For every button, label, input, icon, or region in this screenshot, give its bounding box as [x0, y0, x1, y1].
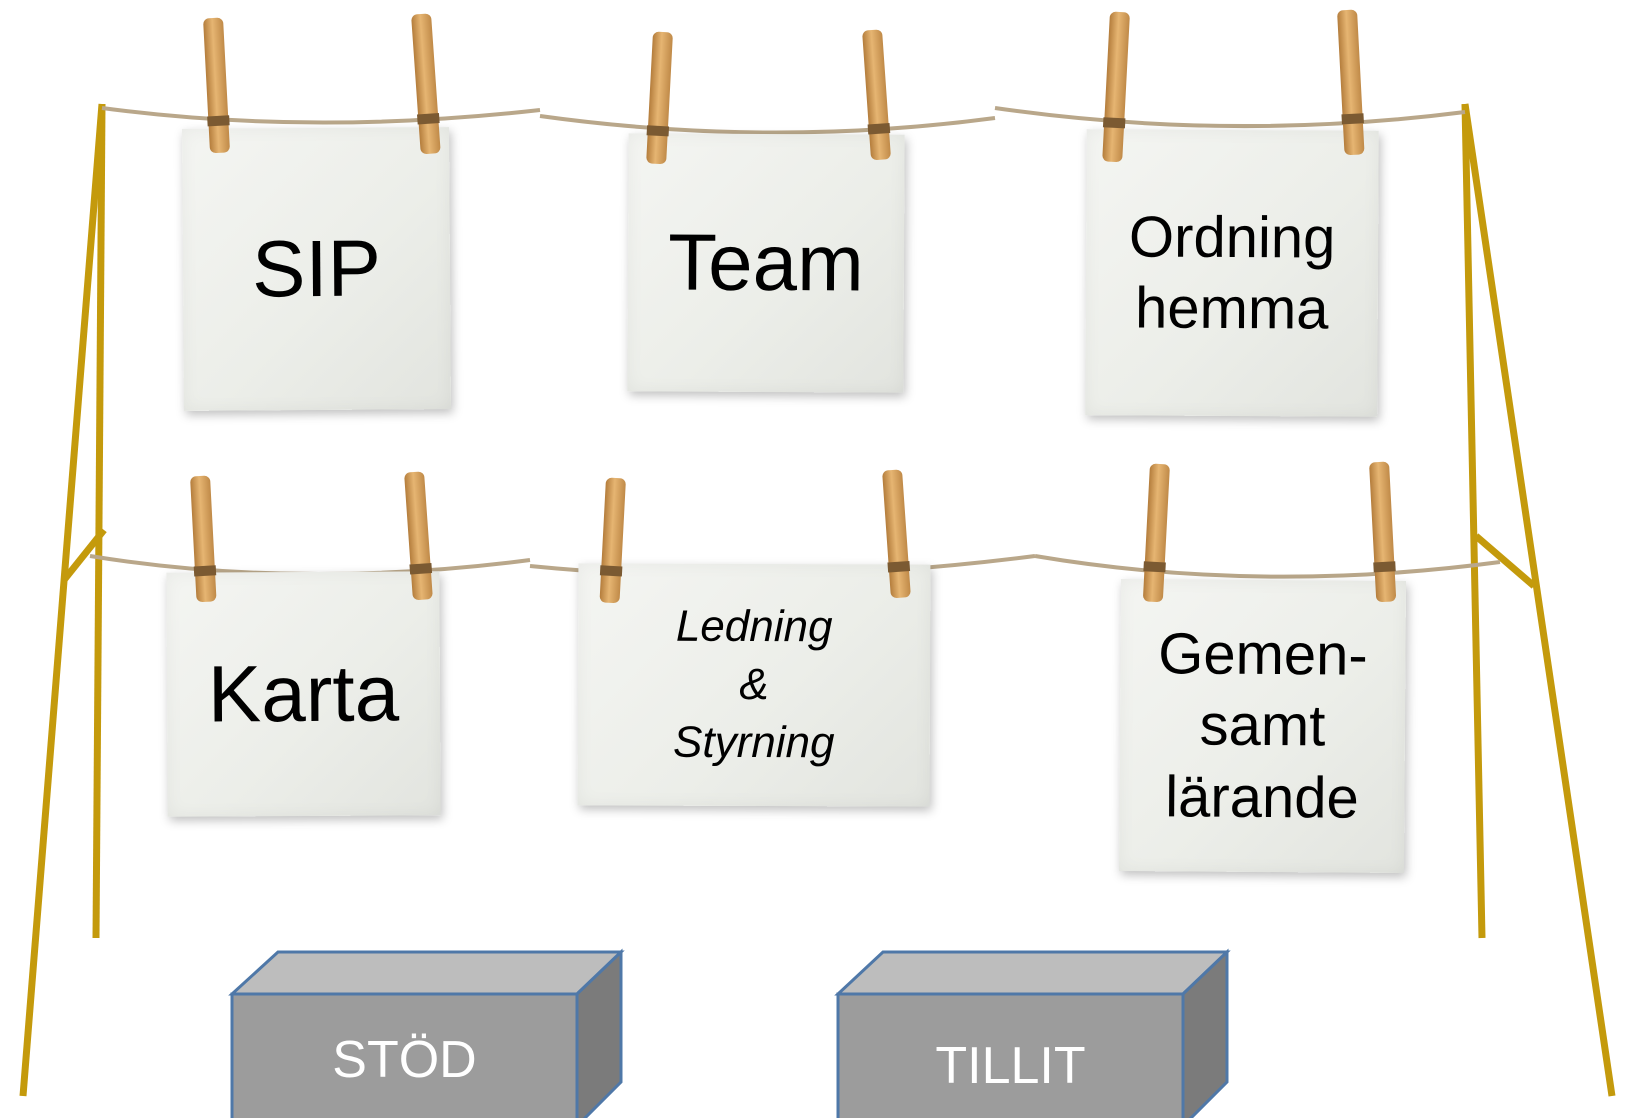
right-pole-inner	[1461, 103, 1486, 939]
note-ledning-line2: &	[739, 659, 769, 710]
note-sip-text: SIP	[251, 223, 382, 314]
block-label-tillit: TILLIT	[935, 1037, 1086, 1095]
note-sip: SIP	[182, 127, 451, 411]
note-ledning-line3: Styrning	[672, 717, 835, 768]
note-ledning-styrning: Ledning & Styrning	[577, 563, 931, 807]
top-rope	[101, 106, 1466, 135]
note-ordning-line2: hemma	[1134, 275, 1329, 342]
tillit-block	[834, 948, 1231, 1118]
note-team: Team	[627, 133, 905, 393]
note-gemensamt-line1: Gemen-	[1158, 621, 1368, 688]
right-pole-outer	[1461, 103, 1616, 1097]
note-gemensamt-line2: samt	[1199, 692, 1326, 759]
note-gemensamt-larande: Gemen- samt lärande	[1118, 579, 1407, 873]
left-pole-inner	[92, 103, 106, 939]
block-label-stod: STÖD	[332, 1031, 477, 1089]
note-gemensamt-line3: lärande	[1165, 763, 1359, 831]
note-ledning-line1: Ledning	[675, 601, 833, 652]
note-team-text: Team	[667, 217, 865, 308]
note-karta-text: Karta	[207, 648, 400, 739]
note-karta: Karta	[166, 571, 441, 817]
left-stand	[19, 103, 107, 1097]
left-crossbar	[61, 527, 107, 583]
left-pole-outer	[19, 103, 106, 1097]
note-ordning-line1: Ordning	[1128, 204, 1336, 271]
right-stand	[1461, 103, 1616, 1097]
stod-block	[228, 948, 625, 1118]
note-ordning-hemma: Ordning hemma	[1085, 129, 1379, 417]
right-crossbar	[1473, 533, 1537, 589]
